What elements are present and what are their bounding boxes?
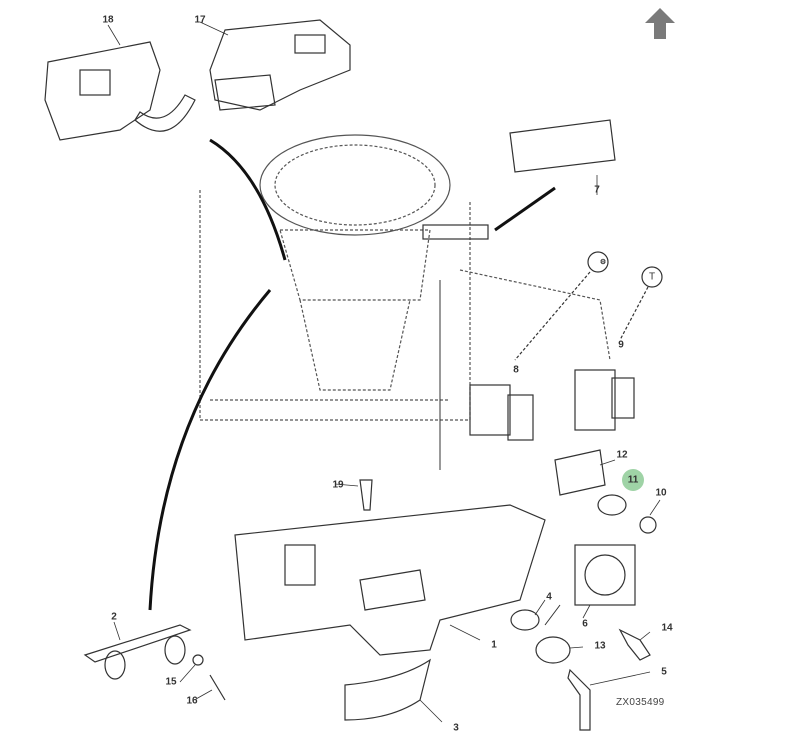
part-8-switch (469, 384, 534, 441)
callout-13[interactable]: 13 (594, 640, 606, 652)
symbol-label-t: T (648, 271, 656, 283)
callout-5[interactable]: 5 (661, 666, 667, 678)
part-7-panel (509, 119, 616, 173)
part-18-cover (44, 41, 196, 141)
part-11-switch (597, 494, 627, 516)
callout-14[interactable]: 14 (661, 622, 673, 634)
symbol-9 (641, 266, 663, 288)
callout-3[interactable]: 3 (453, 722, 459, 734)
part-17-dash-housing (209, 19, 351, 111)
symbol-8 (587, 251, 609, 273)
part-14-key (618, 628, 651, 661)
callout-10[interactable]: 10 (655, 487, 667, 499)
callout-15[interactable]: 15 (165, 676, 177, 688)
part-5-key (567, 668, 591, 731)
part-6-plate (574, 544, 636, 606)
callout-16[interactable]: 16 (186, 695, 198, 707)
symbol-label-8: ⚙ (599, 259, 607, 266)
callout-7[interactable]: 7 (594, 184, 600, 196)
up-arrow-icon[interactable] (644, 6, 676, 40)
callout-11[interactable]: 11 (627, 474, 639, 486)
callout-12[interactable]: 12 (616, 449, 628, 461)
callout-8[interactable]: 8 (513, 364, 519, 376)
callout-18[interactable]: 18 (102, 14, 114, 26)
part-13-ring (535, 636, 571, 664)
part-1-dashboard (234, 504, 546, 656)
callout-2[interactable]: 2 (111, 611, 117, 623)
part-3-trim (344, 658, 431, 721)
drawing-code: ZX035499 (616, 697, 665, 708)
callout-19[interactable]: 19 (332, 479, 344, 491)
steering-column (199, 134, 611, 421)
callout-1[interactable]: 1 (491, 639, 497, 651)
callout-6[interactable]: 6 (582, 618, 588, 630)
part-9-switch (574, 369, 635, 431)
callout-9[interactable]: 9 (618, 339, 624, 351)
part-4-lock (510, 609, 540, 631)
callout-17[interactable]: 17 (194, 14, 206, 26)
highlight-marker (622, 469, 644, 491)
callout-4[interactable]: 4 (546, 591, 552, 603)
part-10-knob (639, 516, 657, 534)
part-12-bracket (554, 449, 606, 496)
part-2-bracket (83, 624, 192, 663)
